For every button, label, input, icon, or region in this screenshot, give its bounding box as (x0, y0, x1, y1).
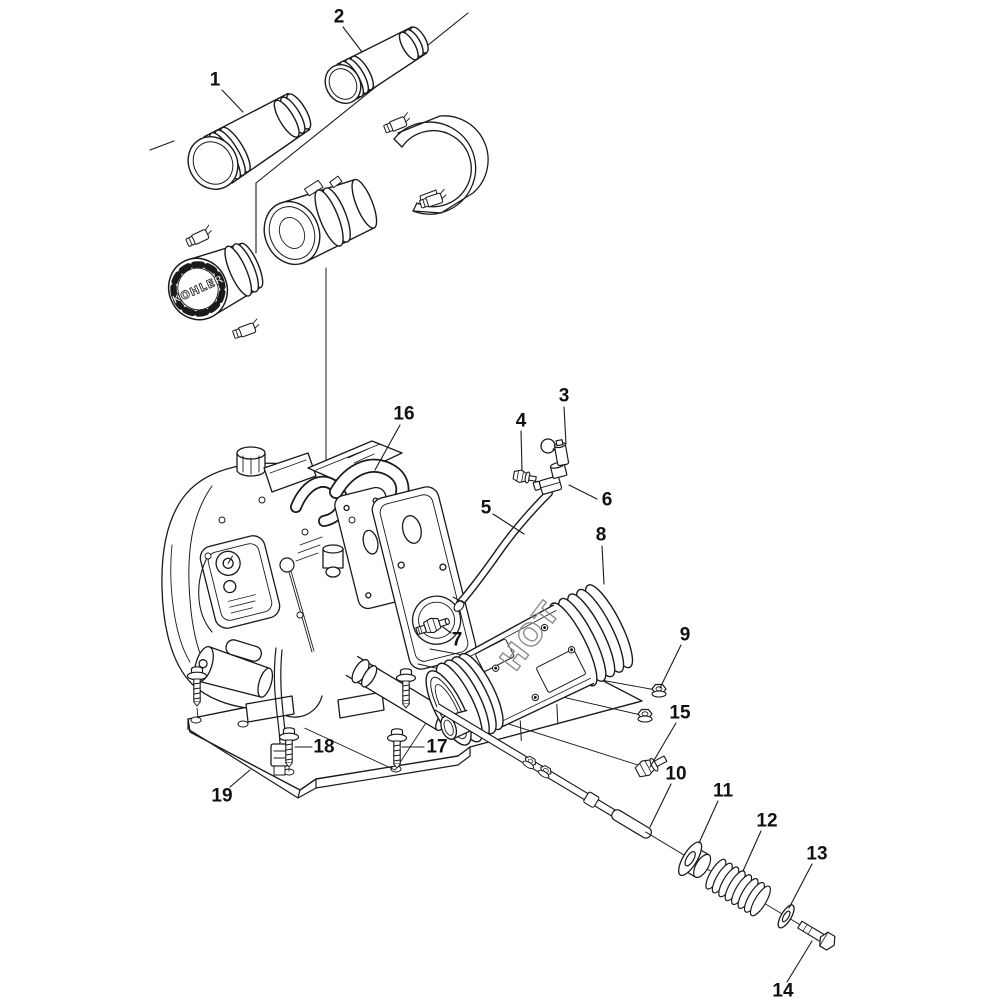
callout-6: 6 (568, 484, 613, 511)
part-nut-9b (637, 708, 653, 723)
callout-16: 16 (374, 404, 415, 471)
part-engine-assembly (161, 440, 477, 776)
callout-8-label: 8 (596, 525, 607, 546)
callout-11-label: 11 (713, 781, 734, 802)
callout-19-label: 19 (211, 786, 232, 807)
callout-18-label: 18 (313, 737, 334, 758)
part-intake-tube-2 (324, 26, 429, 104)
part-spring-12 (705, 858, 771, 917)
callout-1-label: 1 (210, 70, 221, 91)
callout-10-label: 10 (665, 764, 686, 785)
callout-11: 11 (698, 781, 734, 844)
callout-17: 17 (401, 737, 448, 758)
part-muffler: HOT (425, 584, 634, 746)
callout-14-label: 14 (772, 981, 794, 1000)
part-breather-valve (540, 438, 570, 467)
callout-5-label: 5 (481, 498, 492, 519)
callout-16-label: 16 (393, 404, 414, 425)
callout-10: 10 (649, 764, 687, 828)
part-bolt-14 (797, 920, 836, 951)
callout-8: 8 (596, 525, 607, 585)
part-intake-tube-1 (187, 92, 312, 190)
callout-3: 3 (559, 386, 570, 445)
callout-12: 12 (742, 811, 778, 872)
callout-9: 9 (659, 625, 691, 689)
callout-1: 1 (210, 70, 244, 113)
part-grommet-11 (678, 841, 712, 879)
valve-cover (199, 535, 281, 629)
hose-fitting (549, 461, 568, 479)
part-bolt-18 (278, 727, 300, 772)
part-fitting-7 (415, 617, 450, 636)
part-nut-9 (651, 683, 667, 698)
callout-15-label: 15 (669, 703, 691, 724)
part-rod-10 (434, 703, 653, 839)
callout-4-label: 4 (516, 411, 527, 432)
oil-fill-cap (236, 446, 266, 477)
mount-hardware-axis (645, 831, 836, 951)
callout-14: 14 (772, 940, 813, 1000)
air-cleaner-cover-kohler: KOHLER (167, 242, 264, 321)
callout-7: 7 (442, 626, 463, 651)
callout-12-label: 12 (756, 811, 777, 832)
callout-9-label: 9 (680, 625, 691, 646)
callout-3-label: 3 (559, 386, 570, 407)
part-hose-clamp (532, 475, 563, 495)
callout-6-label: 6 (602, 490, 613, 511)
callout-4: 4 (516, 411, 527, 471)
callout-5: 5 (481, 498, 525, 535)
callout-2: 2 (334, 7, 363, 53)
callouts: 1 2 3 4 5 6 7 8 (210, 7, 828, 1000)
part-bolt-15 (634, 755, 668, 778)
panel-outline-lines (149, 12, 469, 254)
callout-13: 13 (788, 844, 828, 909)
part-breather-hose (452, 489, 553, 612)
callout-17-label: 17 (426, 737, 447, 758)
part-bolt-4 (512, 469, 537, 484)
callout-2-label: 2 (334, 7, 345, 28)
air-cleaner-element (263, 175, 378, 266)
callout-15: 15 (649, 703, 691, 768)
callout-7-label: 7 (452, 630, 463, 651)
part-bolt-left (186, 666, 208, 719)
air-cleaner-bracket (381, 111, 489, 215)
callout-13-label: 13 (806, 844, 827, 865)
callout-19: 19 (211, 769, 251, 807)
part-washer-13 (777, 904, 795, 929)
callout-18: 18 (294, 737, 335, 758)
